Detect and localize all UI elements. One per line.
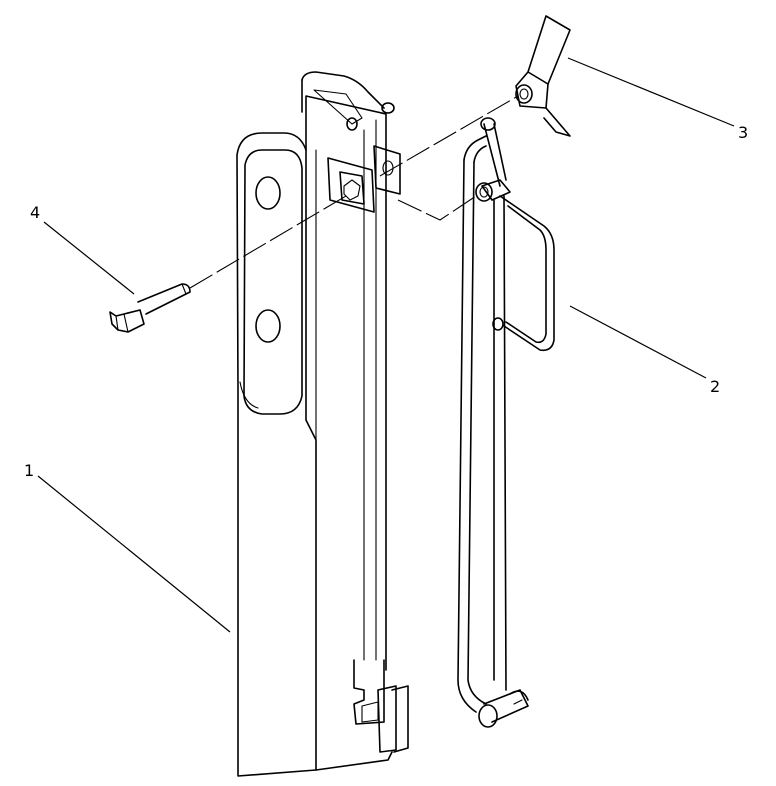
- leader-lines: [37, 57, 735, 633]
- callout-4: 4: [30, 203, 40, 222]
- spacer-plate: [373, 145, 401, 195]
- assembly-centerlines: [189, 95, 519, 289]
- part-4-bolt: [109, 283, 191, 333]
- part-1-arm: [236, 71, 409, 777]
- part-2-latch-rod: [457, 117, 555, 728]
- callout-1: 1: [24, 461, 34, 480]
- callout-2: 2: [710, 377, 720, 396]
- part-3-clip: [515, 15, 571, 137]
- callout-3: 3: [738, 123, 748, 142]
